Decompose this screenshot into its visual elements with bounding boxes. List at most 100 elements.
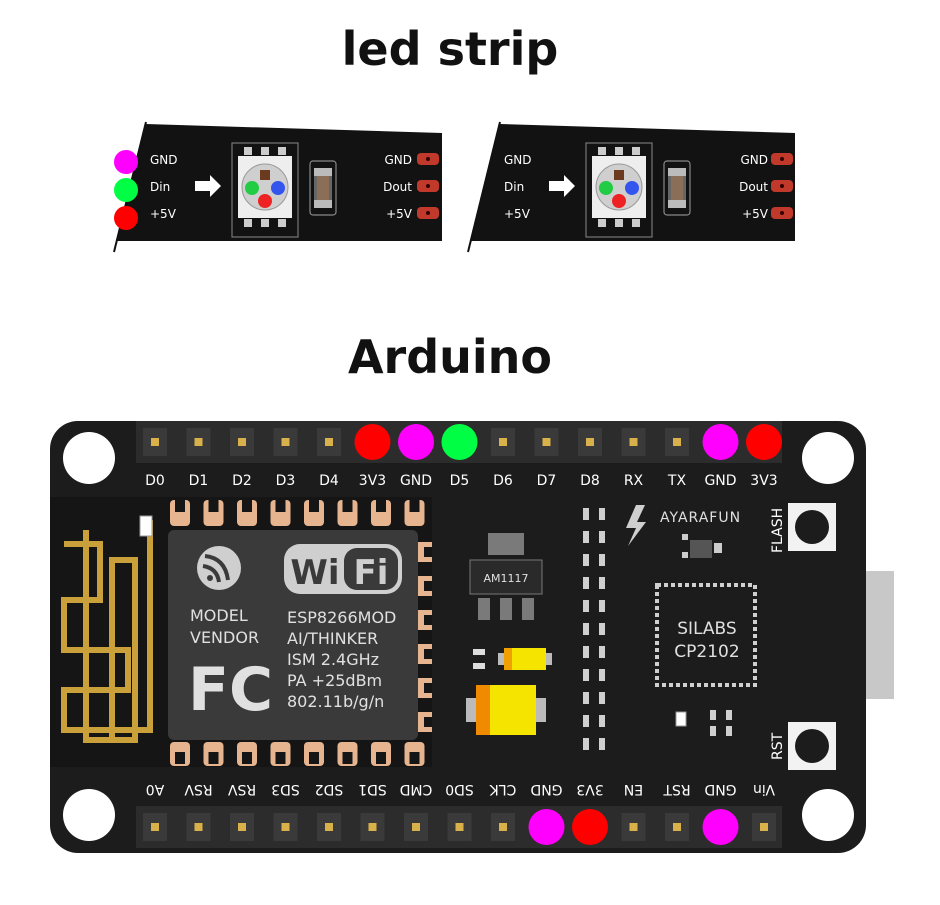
header-pin bbox=[447, 428, 472, 456]
top-pin-label: 3V3 bbox=[359, 473, 386, 489]
gnd-connection-marker bbox=[702, 424, 739, 460]
module-pad bbox=[418, 576, 432, 596]
seg2-out-5v-label: +5V bbox=[742, 207, 769, 221]
header-pin-pad bbox=[325, 823, 333, 831]
header-pin bbox=[317, 428, 341, 456]
bottom-pin-label: RSV bbox=[227, 781, 256, 797]
header-pin-pad bbox=[194, 438, 203, 446]
gnd-connection-marker bbox=[702, 809, 739, 845]
header-pin-pad bbox=[455, 438, 464, 446]
header-pin-pad bbox=[629, 823, 638, 831]
seg2-in-5v-label: +5V bbox=[504, 207, 531, 221]
seg1-in-din-label: Din bbox=[150, 180, 170, 194]
header-pin-pad bbox=[760, 438, 768, 446]
smd-resistor bbox=[583, 554, 589, 566]
rst-button[interactable] bbox=[788, 722, 836, 770]
esp-line-2: AI/THINKER bbox=[287, 629, 378, 648]
header-pin-pad bbox=[238, 438, 246, 446]
header-pin-pad bbox=[151, 438, 159, 446]
header-pin-pad bbox=[281, 438, 290, 446]
header-pin bbox=[621, 428, 646, 456]
header-pin bbox=[230, 428, 254, 456]
top-pin-label: GND bbox=[704, 473, 736, 489]
module-pad bbox=[170, 742, 190, 766]
header-pin-pad bbox=[629, 438, 638, 446]
header-pin bbox=[708, 428, 733, 456]
header-pin bbox=[752, 813, 776, 841]
lightning-icon bbox=[626, 505, 646, 546]
top-pin-label: D6 bbox=[493, 473, 513, 489]
smd-resistor bbox=[599, 554, 605, 566]
bottom-pin-label: EN bbox=[624, 781, 643, 797]
bottom-header bbox=[136, 806, 782, 848]
bottom-pin-label: CMD bbox=[400, 781, 433, 797]
bottom-pin-label: SD0 bbox=[445, 781, 474, 797]
regulator-label: AM1117 bbox=[483, 572, 528, 585]
smd-resistor bbox=[583, 531, 589, 543]
smd-resistor bbox=[599, 577, 605, 589]
seg2-out-gnd-label: GND bbox=[740, 153, 768, 167]
bottom-pin-label: SD3 bbox=[271, 781, 300, 797]
top-pin-label: GND bbox=[400, 473, 432, 489]
voltage-regulator: AM1117 bbox=[469, 533, 543, 620]
power-wire-marker bbox=[114, 206, 138, 230]
module-pad bbox=[304, 500, 324, 526]
flash-button[interactable] bbox=[788, 503, 836, 551]
flash-label: FLASH bbox=[770, 508, 786, 553]
header-pin-pad bbox=[499, 823, 507, 831]
gnd-connection-marker bbox=[528, 809, 565, 845]
header-pin-pad bbox=[412, 823, 420, 831]
bottom-pin-label: GND bbox=[704, 781, 736, 797]
smd-resistor bbox=[583, 508, 589, 520]
module-pad bbox=[337, 500, 358, 526]
data-arrow-icon bbox=[549, 175, 575, 197]
esp-line-4: PA +25dBm bbox=[287, 671, 382, 690]
board-pcb bbox=[50, 421, 866, 853]
chip-line-1: SILABS bbox=[677, 619, 736, 639]
cp2102-chip: SILABS CP2102 bbox=[655, 583, 757, 687]
module-pad bbox=[304, 742, 324, 766]
led-strip-title: led strip bbox=[341, 22, 559, 76]
module-pad bbox=[337, 742, 358, 766]
wifi-logo: Wi Fi bbox=[284, 544, 402, 594]
header-pin-pad bbox=[716, 438, 725, 446]
module-pad bbox=[418, 610, 432, 630]
ws2812-led-icon bbox=[585, 142, 653, 238]
header-pin bbox=[708, 813, 733, 841]
tantalum-capacitor-small bbox=[473, 648, 552, 670]
smd-resistor bbox=[583, 692, 589, 704]
smd-resistor bbox=[583, 623, 589, 635]
header-pin-pad bbox=[586, 438, 594, 446]
esp-line-5: 802.11b/g/n bbox=[287, 692, 384, 711]
module-pad bbox=[203, 500, 224, 526]
rf-shield bbox=[168, 530, 418, 740]
power-connection-marker bbox=[746, 424, 782, 460]
smd-resistor bbox=[583, 715, 589, 727]
header-pin bbox=[317, 813, 341, 841]
header-pin-pad bbox=[760, 823, 768, 831]
bottom-pin-label: GND bbox=[530, 781, 562, 797]
smd-resistor bbox=[599, 600, 605, 612]
header-pin bbox=[491, 813, 515, 841]
top-header bbox=[136, 421, 782, 463]
header-pin bbox=[360, 813, 385, 841]
rst-label: RST bbox=[770, 732, 786, 760]
gnd-connection-marker bbox=[398, 424, 434, 460]
module-pad bbox=[418, 542, 432, 562]
header-pin-pad bbox=[499, 438, 507, 446]
data-arrow-icon bbox=[195, 175, 221, 197]
header-pin bbox=[360, 428, 385, 456]
header-pin-pad bbox=[412, 438, 420, 446]
bottom-pin-label: SD2 bbox=[315, 781, 344, 797]
top-pin-label: D4 bbox=[319, 473, 339, 489]
led-strip-diagram: GND Din +5V GND Dout +5V bbox=[113, 121, 795, 253]
top-pin-label: RX bbox=[624, 473, 644, 489]
model-label: MODEL bbox=[190, 606, 248, 625]
smd-resistor bbox=[583, 646, 589, 658]
top-pin-label: D1 bbox=[189, 473, 209, 489]
wifi-logo-wi: Wi bbox=[290, 553, 339, 593]
capacitor-icon bbox=[663, 160, 691, 216]
module-pad bbox=[270, 500, 291, 526]
transistor-icon bbox=[682, 534, 722, 558]
top-pin-label: D2 bbox=[232, 473, 252, 489]
